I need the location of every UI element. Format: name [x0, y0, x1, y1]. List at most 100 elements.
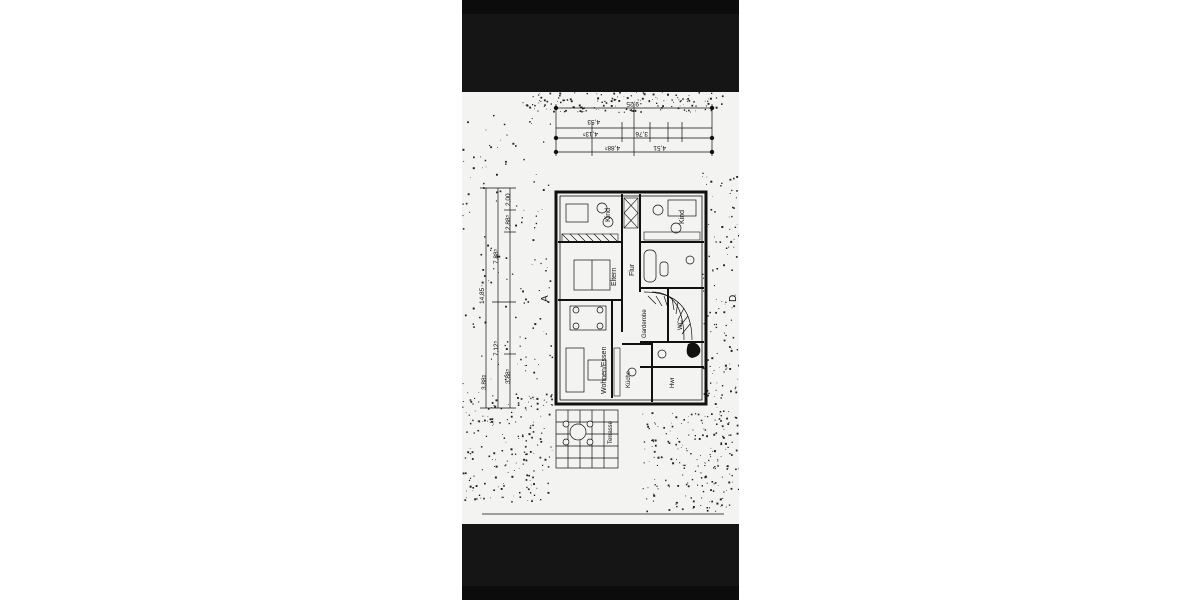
- scan-speck: [702, 490, 705, 493]
- scan-speck: [681, 423, 682, 424]
- scan-speck: [642, 488, 644, 490]
- scan-speck: [713, 370, 715, 372]
- scan-speck: [653, 450, 656, 453]
- scan-speck: [551, 398, 553, 401]
- dim-top-e: 4,53: [587, 118, 600, 125]
- scan-speck: [723, 491, 725, 493]
- scan-speck: [546, 401, 548, 403]
- scan-speck: [641, 97, 644, 100]
- scan-speck: [717, 464, 719, 466]
- scan-speck: [709, 501, 711, 503]
- floor-plan-drawing: 9,25 4,53 3,76 4,13⁵ 4,88⁵ 4,51: [462, 92, 739, 515]
- room-label-hwr: Hwr: [670, 377, 676, 388]
- scan-speck: [714, 466, 716, 468]
- scan-speck: [488, 280, 490, 282]
- scan-speck: [636, 92, 637, 94]
- scan-speck: [618, 111, 620, 113]
- scan-speck: [549, 109, 551, 110]
- scan-speck: [679, 462, 681, 464]
- scan-speck: [550, 446, 552, 448]
- scan-speck: [706, 482, 708, 484]
- room-label-terrasse: Terrasse: [608, 420, 614, 444]
- scan-speck: [721, 103, 723, 105]
- scan-speck: [521, 221, 523, 224]
- scan-speck: [505, 160, 507, 163]
- scan-speck: [735, 386, 737, 388]
- scan-speck: [715, 432, 718, 434]
- scan-speck: [517, 404, 520, 406]
- scan-speck: [713, 467, 715, 469]
- scan-speck: [532, 476, 534, 479]
- scan-speck: [733, 207, 735, 209]
- scan-speck: [700, 477, 703, 479]
- scan-speck: [491, 418, 494, 421]
- scan-speck: [703, 277, 704, 279]
- scan-speck: [717, 461, 719, 463]
- scan-speck: [535, 215, 537, 217]
- scan-speck: [700, 505, 702, 506]
- scan-speck: [671, 422, 672, 424]
- scan-speck: [646, 510, 648, 513]
- scan-speck: [700, 419, 703, 422]
- scan-speck: [602, 104, 605, 107]
- scan-speck: [720, 506, 722, 508]
- scan-speck: [707, 394, 709, 397]
- photo-border-top: [462, 0, 739, 14]
- scan-speck: [715, 241, 717, 243]
- scan-speck: [465, 202, 468, 205]
- scan-speck: [548, 287, 550, 289]
- scan-speck: [726, 490, 727, 491]
- scan-speck: [543, 331, 545, 332]
- scan-speck: [720, 443, 722, 445]
- scan-speck: [706, 509, 709, 512]
- scan-speck: [511, 411, 513, 414]
- scan-speck: [540, 96, 543, 99]
- scan-speck: [525, 459, 528, 462]
- scan-speck: [482, 167, 483, 169]
- scan-speck: [690, 111, 691, 113]
- scan-speck: [737, 378, 739, 380]
- scan-speck: [515, 224, 517, 227]
- scan-speck: [537, 110, 539, 112]
- scan-speck: [726, 236, 728, 238]
- scan-speck: [500, 488, 503, 490]
- scan-speck: [524, 337, 527, 340]
- scan-speck: [733, 238, 735, 240]
- scan-speck: [677, 97, 679, 99]
- scan-speck: [485, 435, 488, 437]
- scan-speck: [485, 129, 487, 131]
- scan-speck: [700, 455, 701, 457]
- scan-speck: [525, 356, 527, 358]
- scan-speck: [477, 429, 480, 432]
- scan-speck: [500, 407, 503, 410]
- scan-speck: [501, 450, 504, 452]
- scan-speck: [532, 104, 534, 106]
- scan-speck: [487, 244, 489, 247]
- scan-speck: [716, 407, 718, 408]
- scan-speck: [683, 467, 685, 469]
- scan-speck: [709, 454, 711, 456]
- scan-speck: [472, 403, 474, 405]
- scan-speck: [491, 421, 494, 423]
- scan-speck: [525, 440, 527, 442]
- scan-speck: [518, 467, 520, 469]
- scan-speck: [686, 110, 687, 112]
- scan-speck: [710, 489, 712, 491]
- scan-speck: [577, 111, 579, 113]
- scan-speck: [704, 462, 705, 463]
- scan-noise: [462, 92, 739, 513]
- scan-speck: [490, 358, 492, 360]
- scan-speck: [522, 102, 524, 104]
- scan-speck: [547, 267, 548, 268]
- scan-speck: [733, 246, 735, 248]
- scan-speck: [640, 103, 642, 105]
- scan-speck: [663, 100, 665, 102]
- scan-speck: [687, 485, 690, 488]
- scan-speck: [654, 444, 657, 447]
- room-label-eltern: Eltern: [611, 268, 618, 286]
- scan-speck: [505, 348, 508, 350]
- scan-speck: [539, 93, 541, 94]
- scan-speck: [533, 399, 535, 400]
- scan-speck: [525, 479, 528, 481]
- scan-speck: [709, 311, 711, 314]
